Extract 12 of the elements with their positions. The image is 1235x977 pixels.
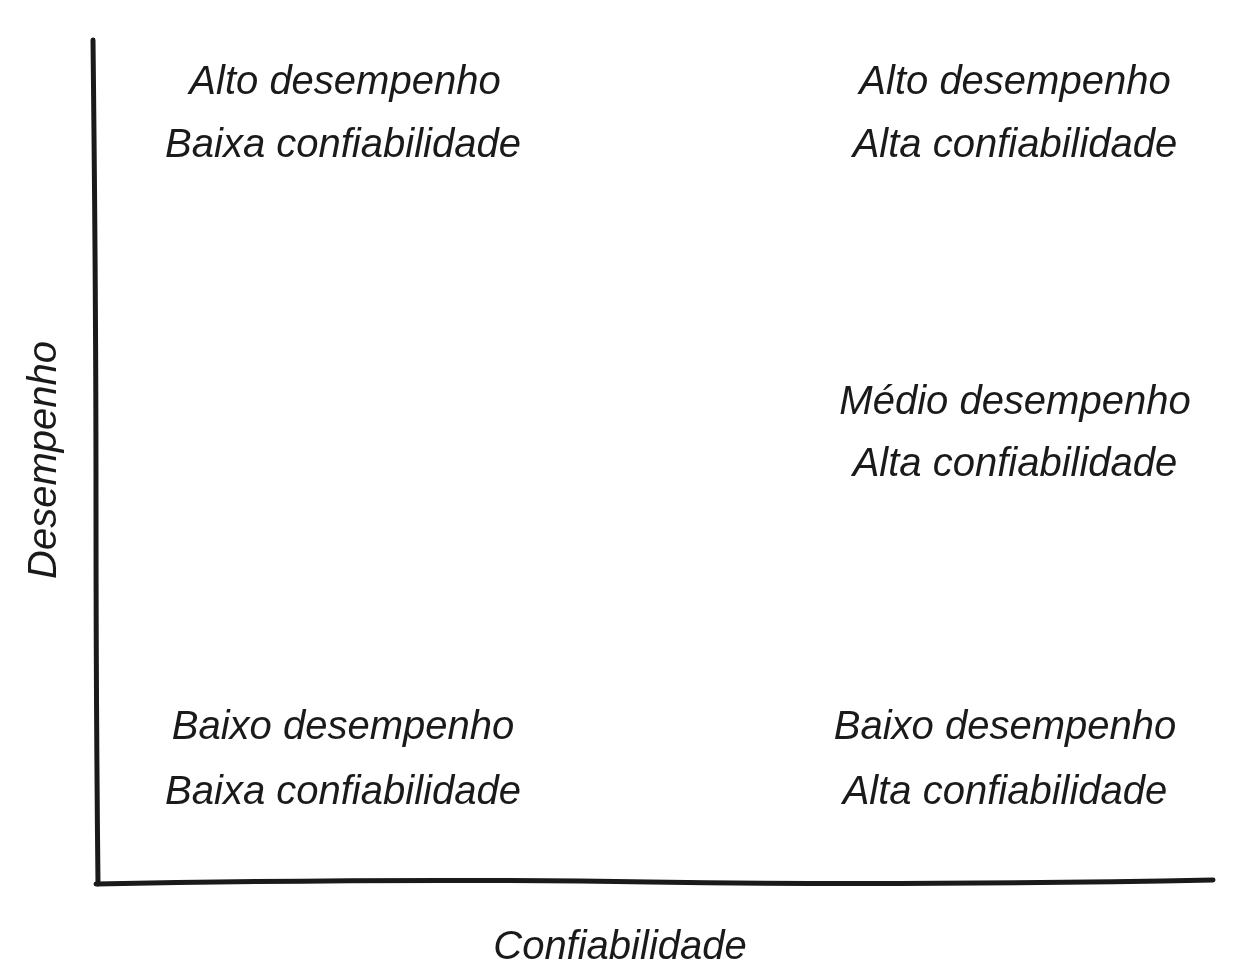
quadrant-label: Alto desempenho xyxy=(859,60,1171,100)
quadrant-label: Alto desempenho xyxy=(189,60,501,100)
quadrant-label: Médio desempenho xyxy=(839,380,1191,420)
quadrant-label: Alta confiabilidade xyxy=(852,123,1178,163)
quadrant-label: Alta confiabilidade xyxy=(842,770,1168,810)
quadrant-label: Baixo desempenho xyxy=(171,705,515,745)
quadrant-label: Baixo desempenho xyxy=(833,705,1177,745)
quadrant-label: Alta confiabilidade xyxy=(852,442,1178,482)
quadrant-label: Baixa confiabilidade xyxy=(165,770,521,810)
axis-title: Desempenho xyxy=(22,341,62,579)
quadrant-label: Baixa confiabilidade xyxy=(165,123,521,163)
axis-title: Confiabilidade xyxy=(493,925,747,965)
